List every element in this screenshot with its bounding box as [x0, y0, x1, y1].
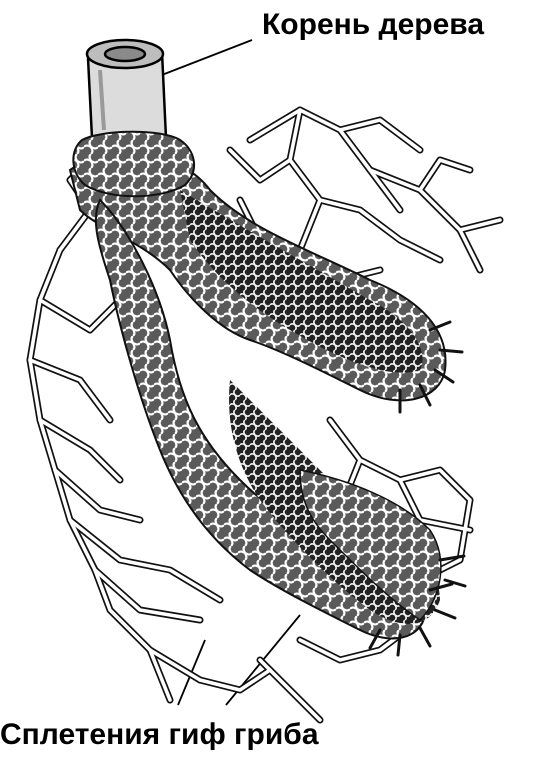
hyphae-label: Сплетения гиф гриба	[0, 718, 319, 752]
mantle-collar	[73, 132, 194, 197]
root-label: Корень дерева	[262, 8, 484, 42]
